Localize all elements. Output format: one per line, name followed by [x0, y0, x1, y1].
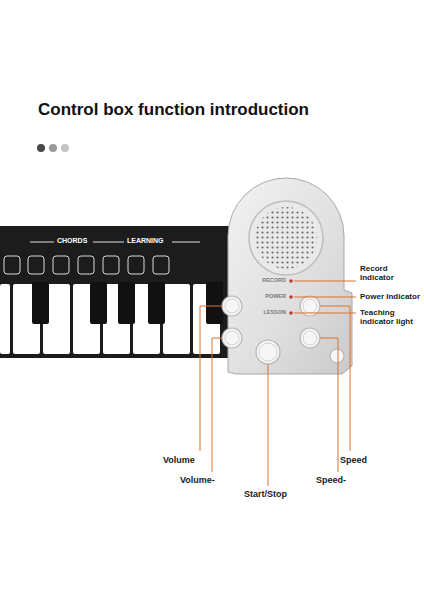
callout-label: Volume: [163, 455, 195, 465]
callout-label: Volume-: [180, 475, 215, 485]
callout-label: Speed: [340, 455, 367, 465]
diagram-title: Control box function introduction: [38, 100, 309, 120]
band-label: CHORDS: [57, 237, 87, 245]
panel-label: LESSON: [252, 309, 286, 315]
panel-label: POWER: [252, 293, 286, 299]
panel-label: RECORD: [252, 277, 286, 283]
callout-label: Power Indicator: [360, 292, 420, 301]
callout-label: Record Indicator: [360, 264, 418, 282]
callout-label: Speed-: [316, 475, 346, 485]
callout-label: Start/Stop: [244, 489, 287, 499]
callout-label: Teaching indicator light: [360, 308, 420, 326]
band-label: LEARNING: [127, 237, 164, 245]
